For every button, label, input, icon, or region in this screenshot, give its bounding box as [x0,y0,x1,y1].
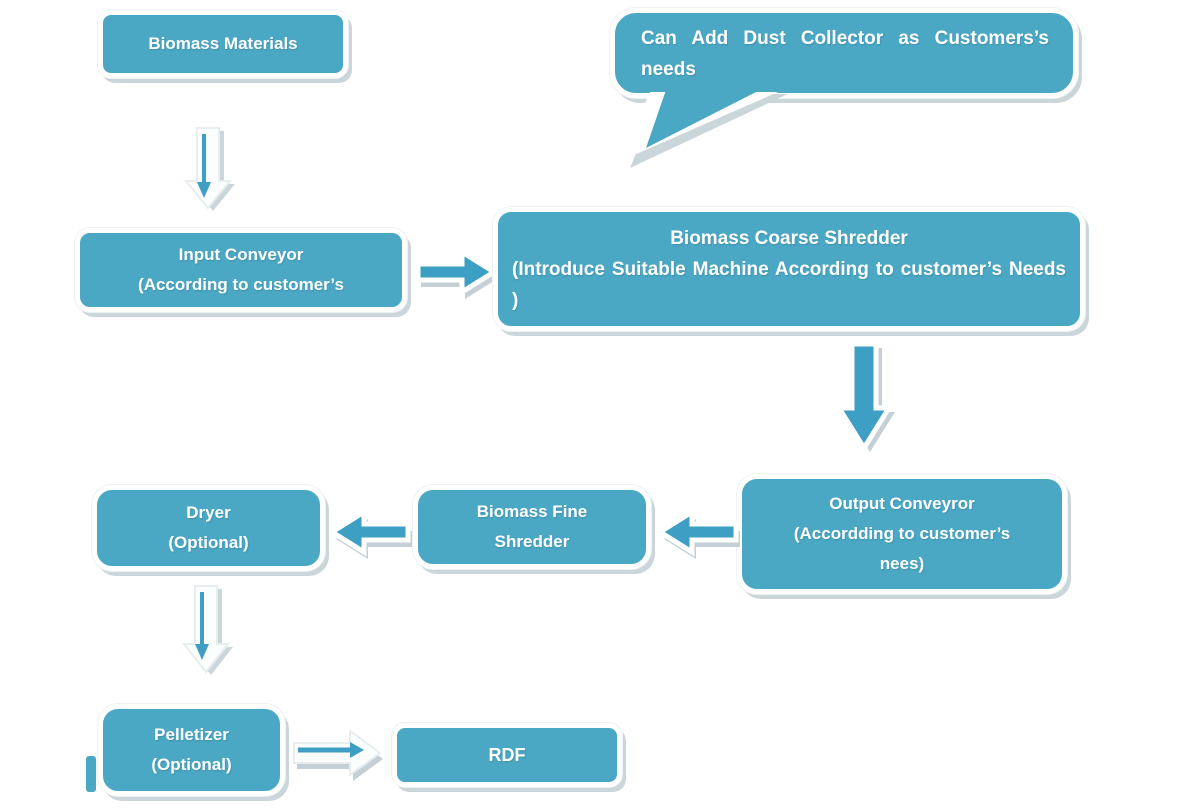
callout-tail [618,90,788,168]
node-label: Biomass Fine [476,502,588,521]
node-fine-shredder: Biomass Fine Shredder [413,485,651,569]
node-sublabel: (According to customer’s [138,275,344,294]
partial-shape-fragment [86,756,96,792]
node-biomass-materials: Biomass Materials [98,10,348,78]
node-label: Input Conveyor [178,245,304,264]
node-input-conveyor: Input Conveyor (According to customer’s [75,228,407,312]
arrow-biomass-to-input-down [183,127,235,211]
node-coarse-shredder: Biomass Coarse Shredder (Introduce Suita… [493,207,1085,331]
node-output-conveyor: Output Conveyror (Accordding to customer… [737,474,1067,594]
arrow-fine-to-dryer-left [327,507,412,559]
node-sublabel: (Optional) [151,755,232,774]
node-dryer: Dryer (Optional) [92,485,325,571]
node-label: RDF [488,745,526,765]
node-label: Biomass Materials [148,34,298,53]
node-sublabel: (Introduce Suitable Machine According to… [512,258,1066,311]
callout-text: Can Add Dust Collector as Customers’s ne… [641,28,1049,80]
node-sublabel: (Accordding to customer’s [793,524,1011,543]
arrow-pelletizer-to-rdf-right [293,729,383,781]
arrow-output-to-fine-left [655,507,740,559]
arrow-coarse-to-output-down [834,341,895,453]
arrow-input-to-coarse-right [415,247,499,299]
node-label: Output Conveyror [829,494,975,513]
node-rdf: RDF [392,723,622,787]
node-label: Shredder [494,532,570,551]
callout-dust-collector: Can Add Dust Collector as Customers’s ne… [610,8,1078,98]
node-label: Biomass Coarse Shredder [670,227,908,249]
node-label: Pelletizer [154,725,229,744]
arrow-dryer-to-pelletizer-down [181,585,233,675]
node-sublabel: nees) [879,554,925,573]
node-label: Dryer [186,503,231,522]
node-sublabel: (Optional) [168,533,249,552]
node-pelletizer: Pelletizer (Optional) [98,704,285,796]
